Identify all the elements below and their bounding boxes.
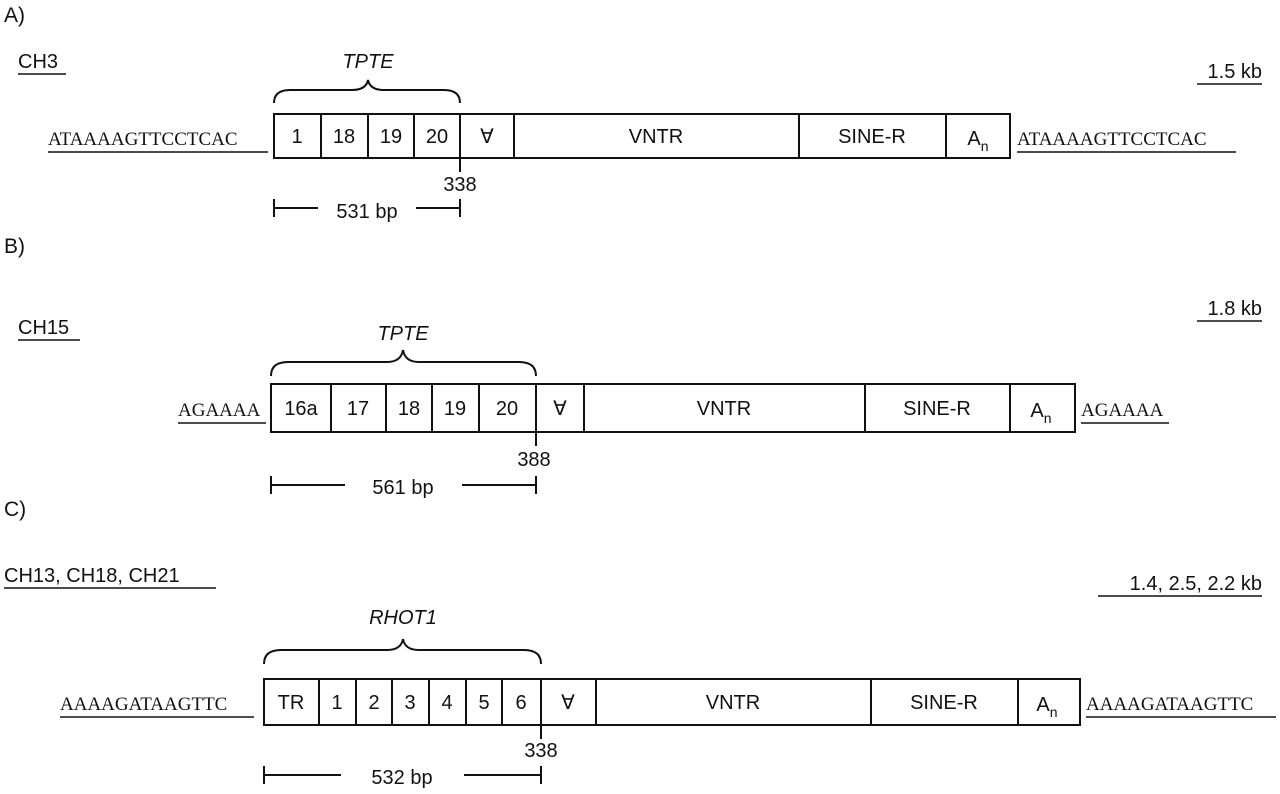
panel-b-exon-19: 19 [444, 398, 466, 420]
panel-a-chromosome: CH3 [18, 51, 58, 73]
panel-b-poly-a: An [1030, 400, 1051, 426]
panel-c-length: 532 bp [371, 767, 432, 789]
panel-b-exon-17: 17 [347, 398, 369, 420]
panel-b-label: B) [4, 235, 25, 258]
panel-b-gene: TPTE [377, 323, 429, 345]
panel-b-exon-18: 18 [398, 398, 420, 420]
panel-c-exon-4: 4 [441, 692, 452, 714]
panel-a-size: 1.5 kb [1208, 61, 1262, 83]
panel-c-exon-2: 2 [368, 692, 379, 714]
panel-c-left-flank: AAAAGATAAGTTC [60, 694, 227, 715]
panel-a-gene-brace [273, 79, 461, 104]
panel-c-right-flank: AAAAGATAAGTTC [1086, 694, 1253, 715]
panel-c-junction: 338 [524, 740, 557, 762]
panel-c-exon-1: 1 [331, 692, 342, 714]
panel-a-right-flank: ATAAAAGTTCCTCAC [1017, 129, 1207, 150]
panel-a: A) CH3 1.5 kb TPTE ATAAAAGTTCCTCAC 1 18 … [4, 4, 1262, 223]
panel-b-left-flank: AGAAAA [178, 400, 261, 421]
panel-c-sine-r: SINE-R [910, 692, 978, 714]
panel-a-sine-r: SINE-R [838, 126, 906, 148]
panel-a-element-box [273, 113, 1011, 159]
panel-b-sine-r: SINE-R [903, 398, 971, 420]
panel-b-exon-16a: 16a [284, 398, 318, 420]
panel-a-exon-20: 20 [426, 126, 448, 148]
panel-c-gene: RHOT1 [369, 607, 437, 629]
panel-c: C) CH13, CH18, CH21 1.4, 2.5, 2.2 kb RHO… [4, 498, 1276, 789]
panel-c-inverted-a: ∀ [561, 692, 575, 714]
panel-b-right-flank: AGAAAA [1081, 400, 1164, 421]
panel-c-vntr: VNTR [706, 692, 760, 714]
panel-b-junction: 388 [517, 449, 550, 471]
panel-a-exon-19: 19 [380, 126, 402, 148]
panel-b-exon-20: 20 [496, 398, 518, 420]
panel-b-chromosome: CH15 [18, 317, 69, 339]
panel-b-gene-brace [270, 349, 537, 377]
panel-b-element-box [270, 383, 1076, 433]
panel-b-vntr: VNTR [697, 398, 751, 420]
panel-c-gene-brace [263, 638, 542, 665]
panel-a-length: 531 bp [336, 201, 397, 223]
panel-b-inverted-a: ∀ [553, 398, 567, 420]
panel-c-poly-a: An [1036, 694, 1057, 720]
panel-c-chromosome: CH13, CH18, CH21 [4, 565, 180, 587]
panel-c-exon-6: 6 [515, 692, 526, 714]
panel-a-gene: TPTE [342, 51, 394, 73]
panel-c-element-box [263, 678, 1081, 726]
panel-a-left-flank: ATAAAAGTTCCTCAC [48, 129, 238, 150]
panel-c-exon-3: 3 [404, 692, 415, 714]
panel-a-poly-a: An [967, 128, 988, 154]
panel-a-vntr: VNTR [629, 126, 683, 148]
panel-a-exon-1: 1 [291, 126, 302, 148]
panel-a-inverted-a: ∀ [480, 126, 494, 148]
panel-c-exon-5: 5 [478, 692, 489, 714]
panel-a-label: A) [4, 4, 25, 27]
panel-b-size: 1.8 kb [1208, 298, 1262, 320]
panel-c-label: C) [4, 498, 26, 521]
panel-a-junction: 338 [443, 174, 476, 196]
panel-a-exon-18: 18 [333, 126, 355, 148]
panel-c-size: 1.4, 2.5, 2.2 kb [1130, 573, 1262, 595]
panel-b-length: 561 bp [372, 477, 433, 499]
panel-c-tr: TR [278, 692, 305, 714]
panel-b: B) CH15 1.8 kb TPTE AGAAAA 16a 17 18 19 … [4, 235, 1262, 499]
